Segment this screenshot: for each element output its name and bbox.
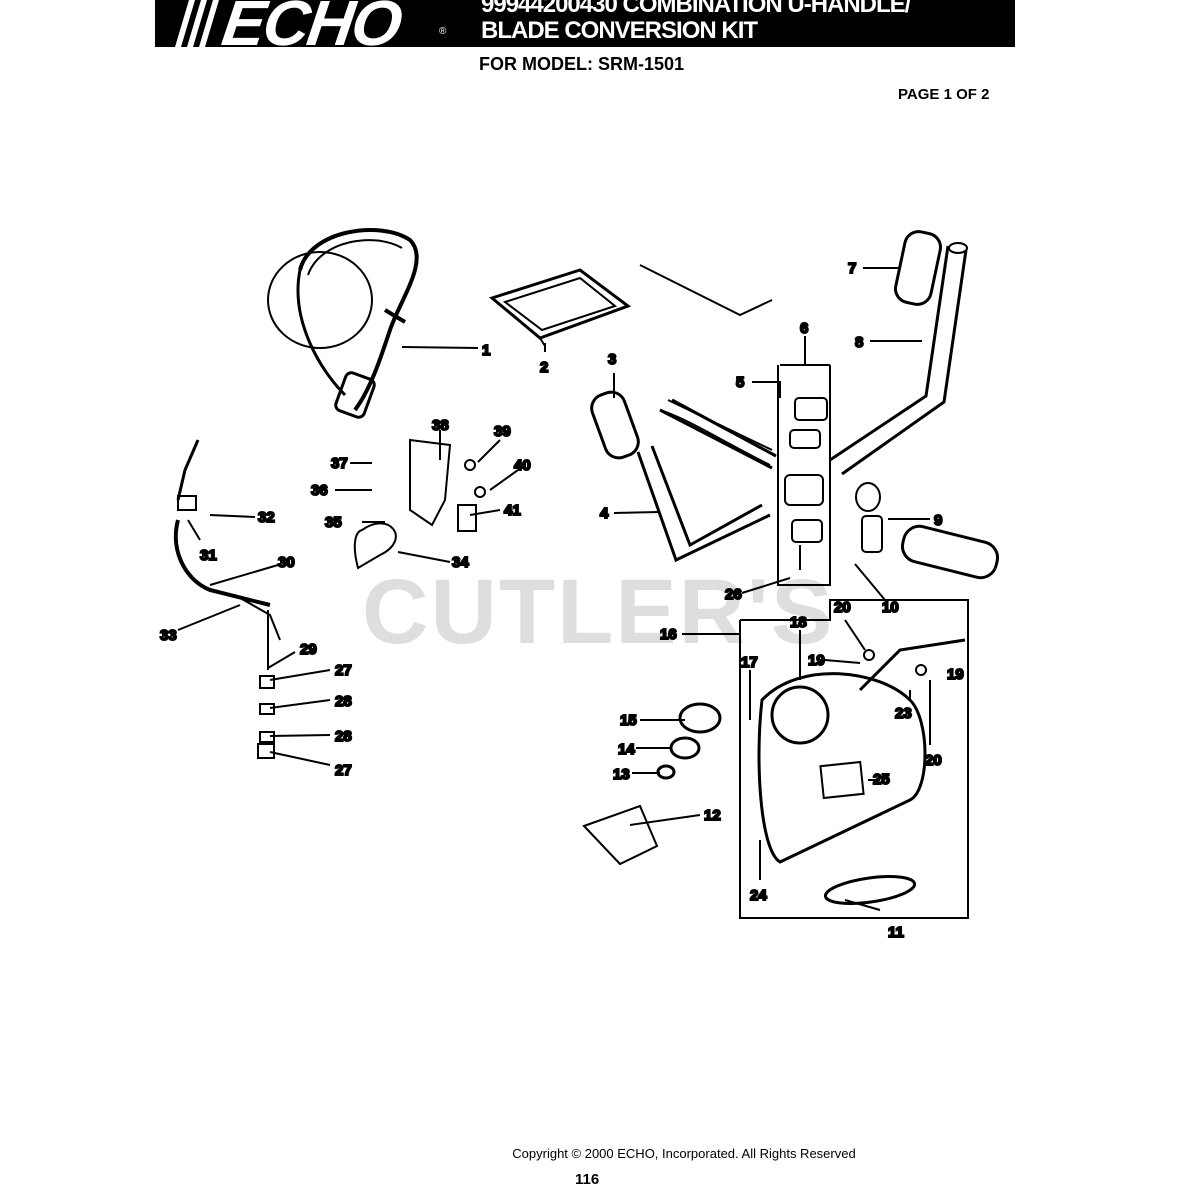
callout-25: 25: [873, 771, 890, 788]
throttle-cable-parts: [173, 438, 486, 759]
page-number: 116: [575, 1171, 600, 1188]
callout-32: 32: [258, 509, 275, 526]
callout-7: 7: [848, 260, 856, 277]
callout-24: 24: [750, 887, 767, 904]
callout-1: 1: [482, 342, 490, 359]
harness-part: [267, 228, 419, 419]
left-handle-part: [590, 264, 777, 563]
copyright-notice: Copyright © 2000 ECHO, Incorporated. All…: [512, 1146, 856, 1161]
callout-leaders: [177, 267, 931, 911]
callout-4: 4: [600, 505, 609, 522]
callout-27b: 27: [335, 762, 352, 779]
callout-38: 38: [432, 417, 449, 434]
right-handle-part: [829, 230, 968, 476]
callout-labels: 1 2 3 4 5 6 7 8 9 10 11 12 13 14 15 16 1…: [159, 259, 965, 942]
pulley-parts: [656, 702, 722, 780]
callout-14: 14: [618, 741, 635, 758]
callout-31: 31: [200, 547, 217, 564]
callout-20a: 20: [834, 599, 851, 616]
callout-33: 33: [160, 627, 177, 644]
callout-39: 39: [494, 423, 511, 440]
page-label: PAGE 1 OF 2: [898, 86, 990, 103]
callout-20b: 20: [925, 752, 942, 769]
callout-40: 40: [514, 457, 531, 474]
logo-stripes-icon: [175, 0, 219, 47]
decal-part: [582, 804, 659, 866]
callout-9: 9: [934, 512, 942, 529]
callout-18: 18: [790, 614, 807, 631]
blade-part: [823, 875, 917, 905]
callout-23: 23: [895, 705, 912, 722]
callout-30: 30: [278, 554, 295, 571]
callout-28b: 28: [335, 728, 352, 745]
document-title: 99944200430 COMBINATION U-HANDLE/ BLADE …: [481, 0, 1011, 44]
echo-logo: ECHO ®: [167, 0, 457, 59]
callout-34: 34: [452, 554, 469, 571]
callout-41: 41: [504, 502, 521, 519]
callout-12: 12: [704, 807, 721, 824]
callout-3: 3: [608, 351, 616, 368]
callout-16: 16: [660, 626, 677, 643]
callout-29: 29: [300, 641, 317, 658]
callout-10: 10: [882, 599, 899, 616]
callout-19b: 19: [947, 666, 964, 683]
callout-28a: 28: [335, 693, 352, 710]
header-bar: ECHO ® 99944200430 COMBINATION U-HANDLE/…: [155, 0, 1015, 59]
watermark: CUTLER'S: [362, 561, 835, 663]
callout-15: 15: [620, 712, 637, 729]
clamp-assembly: [777, 340, 831, 586]
title-line-2: BLADE CONVERSION KIT: [481, 17, 758, 44]
callout-6: 6: [800, 320, 808, 337]
registered-mark: ®: [439, 26, 447, 37]
callout-17: 17: [741, 654, 758, 671]
blade-guard-group: [739, 599, 969, 919]
callout-11: 11: [888, 924, 904, 941]
model-line: FOR MODEL: SRM-1501: [479, 54, 685, 74]
callout-37: 37: [331, 455, 348, 472]
callout-8: 8: [855, 334, 863, 351]
title-line-1: 99944200430 COMBINATION U-HANDLE/: [481, 0, 911, 18]
callout-2: 2: [540, 359, 548, 376]
callout-19a: 19: [808, 652, 825, 669]
callout-35: 35: [325, 514, 342, 531]
callout-5: 5: [736, 374, 744, 391]
callout-36: 36: [311, 482, 328, 499]
throttle-part: [855, 482, 1000, 580]
callout-27a: 27: [335, 662, 352, 679]
pad-part: [488, 268, 632, 347]
callout-26: 26: [725, 586, 742, 603]
callout-13: 13: [613, 766, 630, 783]
